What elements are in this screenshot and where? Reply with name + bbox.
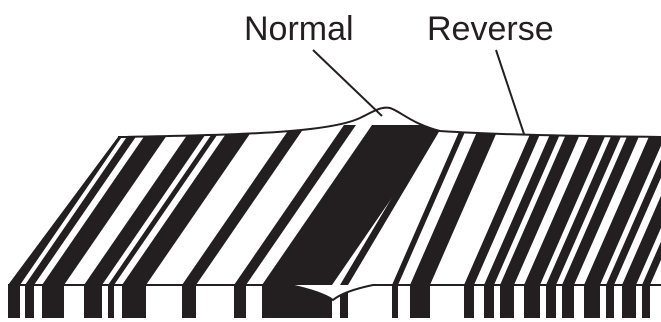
reverse-leader-line <box>496 50 524 134</box>
reverse-label: Reverse <box>427 10 554 48</box>
front-stripe <box>108 280 114 322</box>
front-stripe <box>524 280 540 322</box>
front-stripe <box>584 280 600 322</box>
front-stripe <box>25 280 34 322</box>
front-stripe <box>484 280 494 322</box>
front-stripe <box>122 280 146 322</box>
barcode-surface <box>0 100 661 290</box>
normal-label: Normal <box>244 10 354 48</box>
front-stripe <box>606 280 614 322</box>
front-stripe <box>410 280 430 322</box>
front-stripe <box>464 280 474 322</box>
front-stripe <box>562 280 574 322</box>
front-stripe <box>546 280 556 322</box>
front-stripe <box>234 280 246 322</box>
front-stripe <box>500 280 514 322</box>
front-stripe <box>182 280 196 322</box>
normal-leader-line <box>313 50 382 116</box>
front-stripe <box>622 280 636 322</box>
front-stripe <box>340 280 348 322</box>
front-stripe <box>42 280 64 322</box>
front-stripe <box>84 280 102 322</box>
front-stripe <box>8 280 20 322</box>
barcode-front-edge <box>0 280 661 322</box>
front-stripe <box>642 280 650 322</box>
front-stripe <box>392 280 398 322</box>
